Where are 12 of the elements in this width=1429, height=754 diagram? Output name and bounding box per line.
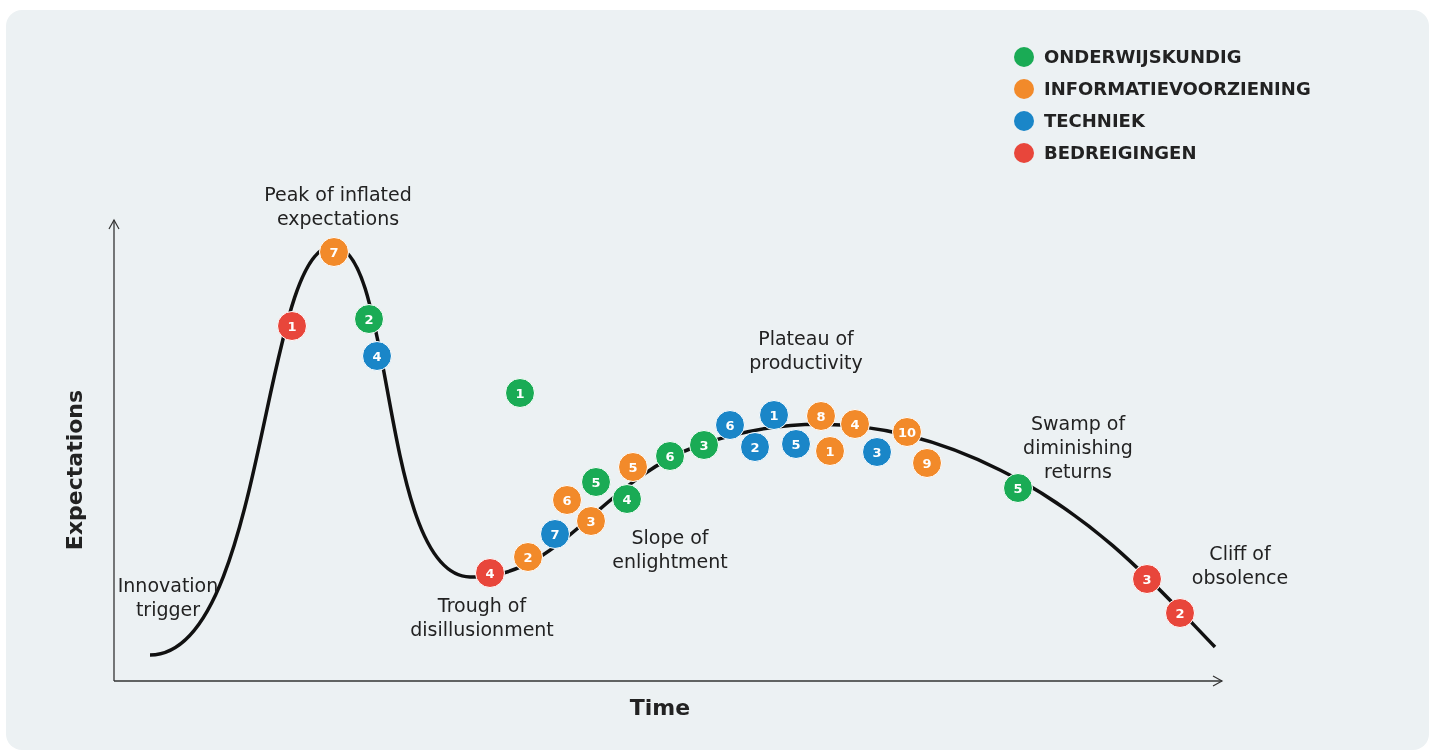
- phase-label: Cliff of obsolence: [1190, 541, 1290, 589]
- legend-label: TECHNIEK: [1044, 110, 1145, 131]
- legend-label: INFORMATIEVOORZIENING: [1044, 78, 1311, 99]
- legend-label: ONDERWIJSKUNDIG: [1044, 46, 1242, 67]
- phase-label: Plateau of productivity: [748, 326, 864, 374]
- phase-label: Slope of enlightment: [611, 525, 729, 573]
- axis-title: Time: [628, 696, 692, 720]
- phase-label: Trough of disillusionment: [409, 593, 555, 641]
- phase-label: Peak of inflated expectations: [263, 182, 413, 230]
- phase-label: Innovation trigger: [116, 573, 220, 621]
- axis-title: Expectations: [63, 388, 87, 553]
- legend-label: BEDREIGINGEN: [1044, 142, 1197, 163]
